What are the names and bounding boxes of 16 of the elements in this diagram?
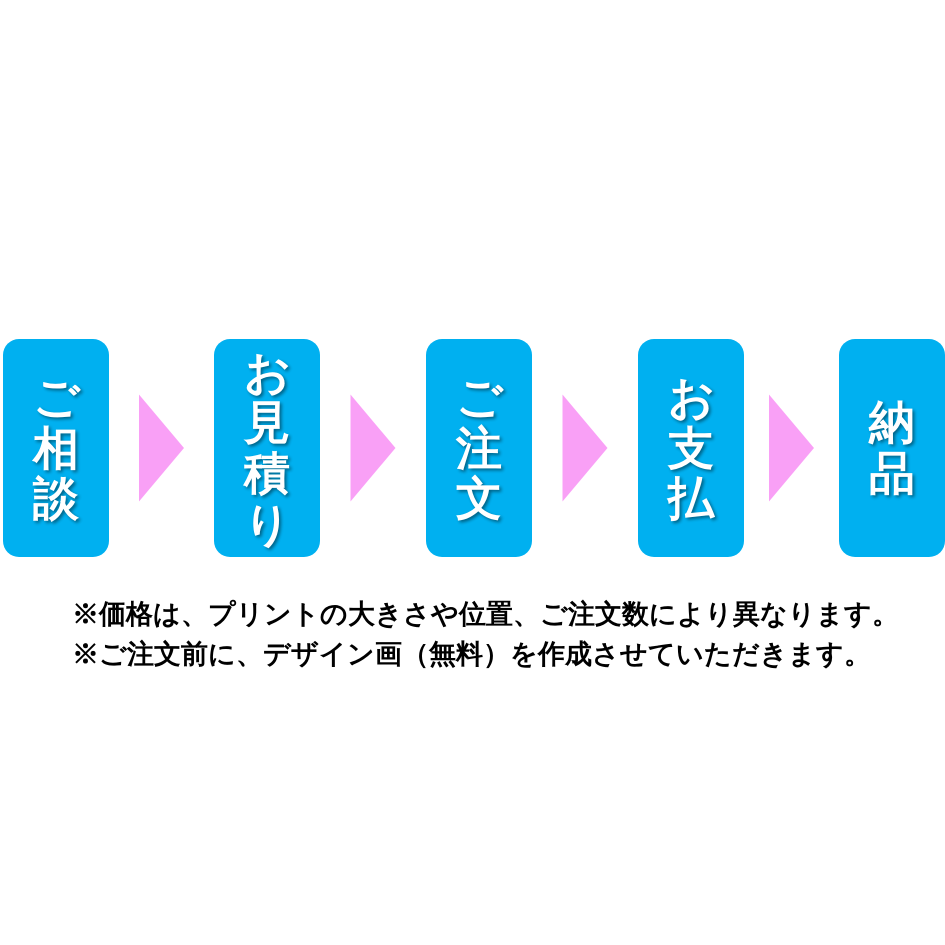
step-label: 納品 [869,397,915,499]
step-box [214,339,320,557]
step-box [839,339,945,557]
step-box [426,339,532,557]
step-label: ご相談 [33,372,79,524]
step-box [3,339,109,557]
arrow [562,394,608,502]
arrow [139,394,184,502]
arrow [350,394,396,502]
step-box [638,339,744,557]
note-text: ※価格は、プリントの大きさや位置、ご注文数により異なります。 [72,598,899,631]
note-text: ※ご注文前に、デザイン画（無料）を作成させていただきます。 [72,638,872,671]
arrow [769,394,814,502]
step-label: ご注文 [456,372,502,524]
step-label: お支払 [668,372,714,524]
step-label: お見積り [244,346,290,550]
